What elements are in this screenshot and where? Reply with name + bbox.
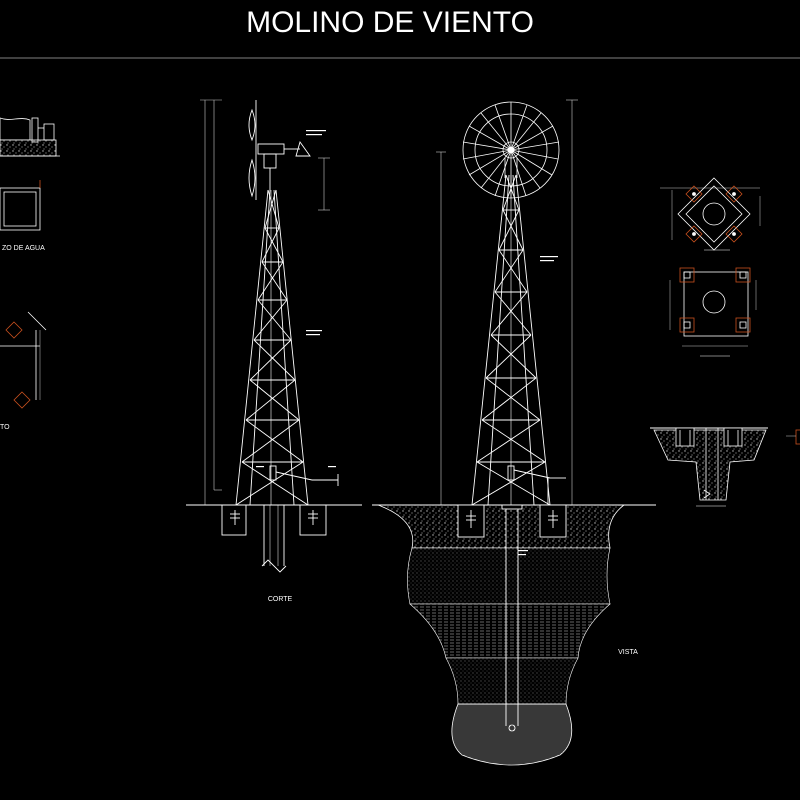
vista-soil-gravel xyxy=(377,504,626,549)
vista-annotations xyxy=(518,256,558,556)
vista-tower-lattice xyxy=(471,174,551,506)
water-tank-label: ZO DE AGUA xyxy=(2,245,45,252)
corte-foundations xyxy=(221,504,327,573)
base-plan-top xyxy=(660,177,761,251)
base-plan-bottom xyxy=(669,267,757,357)
vista-pump xyxy=(507,465,566,505)
corte-annotations xyxy=(256,130,336,468)
vista-soil-dots-lower xyxy=(445,657,579,705)
vista-foundations xyxy=(457,504,567,538)
water-tank-detail xyxy=(0,117,60,231)
vista-label: VISTA xyxy=(618,649,638,656)
left-footing-detail xyxy=(0,311,47,409)
vista-rotor-wheel xyxy=(462,101,560,199)
corte-rotor-head xyxy=(248,100,311,200)
corte-tower-lattice xyxy=(235,189,309,506)
vista-well-pipe xyxy=(501,504,523,732)
vista-view xyxy=(372,99,656,766)
vista-soil-lines xyxy=(409,603,611,659)
vista-rotor-blades xyxy=(462,102,560,198)
corte-view xyxy=(186,99,362,573)
corte-label: CORTE xyxy=(268,596,293,603)
foundation-section xyxy=(650,427,800,507)
drawing-title: MOLINO DE VIENTO xyxy=(246,6,534,39)
corte-dimension-lines xyxy=(200,99,330,506)
vista-soil-dense xyxy=(451,703,573,766)
vista-soil-dots xyxy=(407,547,611,605)
left-bottom-label: TO xyxy=(0,424,10,431)
corte-pump xyxy=(269,465,339,486)
